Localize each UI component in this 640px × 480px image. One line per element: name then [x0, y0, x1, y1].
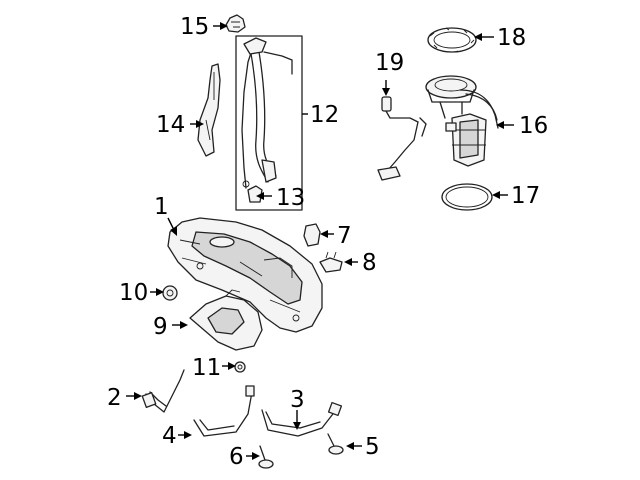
- part-3-strap: [261, 401, 343, 437]
- part-14-bracket: [197, 63, 221, 157]
- callout-3: 3: [290, 387, 305, 413]
- part-10-grommet: [162, 285, 178, 301]
- callout-16: 16: [519, 113, 548, 139]
- callout-11: 11: [192, 355, 221, 381]
- callout-labels: 15 18 19 16 17 12 13 14 1 7 8 10 9 11 2 …: [107, 14, 548, 470]
- part-7-valve: [303, 223, 321, 247]
- callout-1: 1: [154, 194, 169, 220]
- callout-14: 14: [156, 112, 185, 138]
- part-11-nut: [234, 361, 246, 373]
- callout-12: 12: [310, 102, 339, 128]
- callout-7: 7: [337, 223, 352, 249]
- part-4-strap: [193, 385, 255, 437]
- leader-lines: [126, 22, 514, 460]
- part-12-filler-pipe-assembly: [235, 35, 303, 211]
- callout-18: 18: [497, 25, 526, 51]
- callout-6: 6: [229, 444, 244, 470]
- callout-2: 2: [107, 385, 122, 411]
- callout-5: 5: [365, 434, 380, 460]
- part-5-bolt: [327, 433, 344, 455]
- callout-19: 19: [375, 50, 404, 76]
- part-18-lock-ring: [427, 27, 477, 53]
- part-1-fuel-tank: [167, 217, 323, 333]
- callout-9: 9: [153, 314, 168, 340]
- part-19-fuel-level-sender: [377, 96, 427, 181]
- callout-13: 13: [276, 185, 305, 211]
- part-16-fuel-pump-module: [425, 75, 499, 167]
- part-6-bolt: [258, 445, 274, 469]
- callout-10: 10: [119, 280, 148, 306]
- part-2-strap: [141, 369, 185, 413]
- part-9-shield: [189, 289, 263, 351]
- callout-4: 4: [162, 423, 177, 449]
- callout-8: 8: [362, 250, 377, 276]
- part-17-gasket: [441, 183, 493, 211]
- part-8-clip: [319, 251, 343, 273]
- part-15-vent-valve: [225, 14, 246, 33]
- callout-15: 15: [180, 14, 209, 40]
- part-13-hose-clamp: [247, 185, 263, 203]
- callout-17: 17: [511, 183, 540, 209]
